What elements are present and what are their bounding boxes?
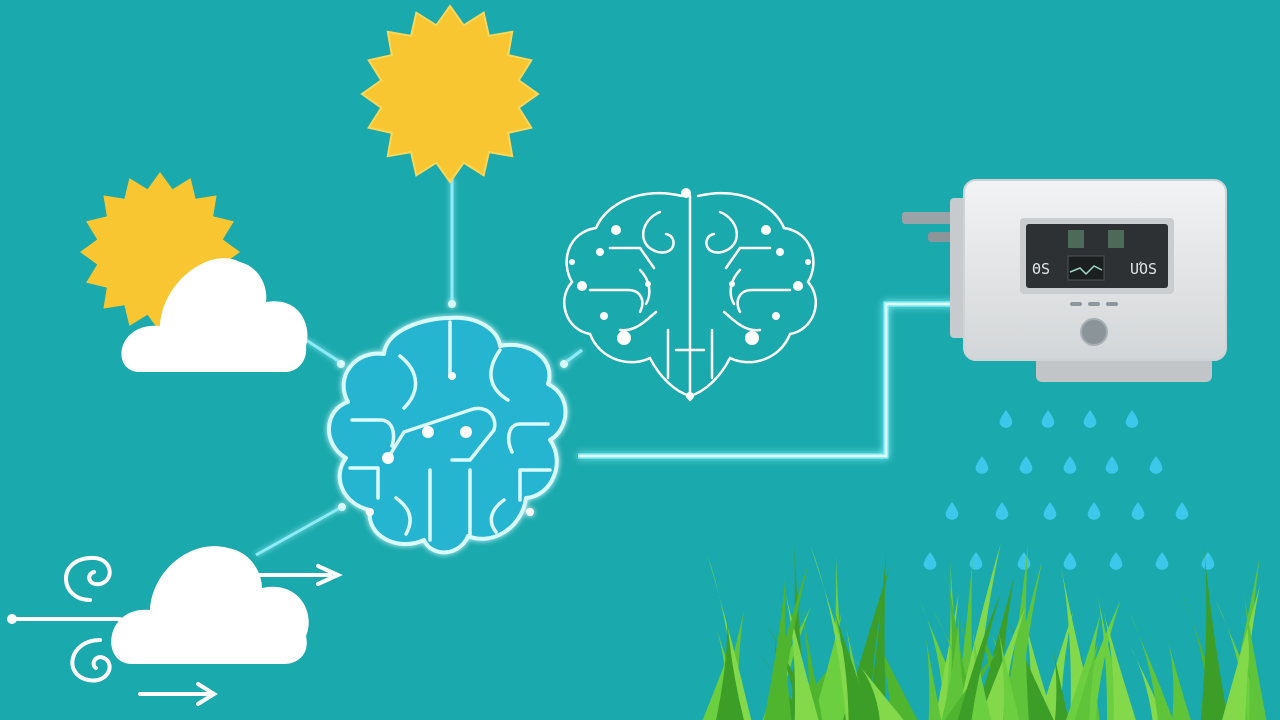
water-drop-icon — [1131, 502, 1145, 520]
water-drop-icon — [1105, 456, 1119, 474]
cloud-icon — [121, 258, 308, 372]
water-drop-icon — [1063, 456, 1077, 474]
grass-blade — [827, 589, 872, 720]
grass-blade — [799, 596, 823, 720]
water-drop-icon — [1019, 456, 1033, 474]
grass-blade — [1002, 607, 1054, 720]
water-drop-icon — [1087, 502, 1101, 520]
connector-neural — [565, 348, 583, 364]
controller-device-icon: ΘS UΌS — [902, 179, 1227, 382]
water-drop-icon — [975, 456, 989, 474]
grass-blade — [1094, 583, 1125, 720]
grass-blade — [782, 581, 819, 720]
water-drop-icon — [945, 502, 959, 520]
water-drop-icon — [1043, 502, 1057, 520]
grass-blade — [957, 593, 1001, 720]
water-drop-icon — [995, 502, 1009, 520]
water-drops — [923, 410, 1215, 570]
wind-icon — [7, 555, 343, 706]
grass-blade — [979, 606, 1026, 720]
grass-blade — [941, 614, 969, 720]
grass-blade — [707, 554, 752, 720]
grass-blade — [764, 573, 792, 720]
grass-blade — [1003, 541, 1029, 720]
grass-blade — [971, 629, 992, 720]
grass-blade — [934, 593, 959, 720]
water-drop-icon — [1125, 410, 1139, 428]
water-drop-icon — [1201, 552, 1215, 570]
device-knob — [1080, 318, 1108, 346]
grass-blade — [1242, 586, 1267, 720]
grass-blade — [1222, 585, 1260, 720]
water-drop-icon — [1017, 552, 1031, 570]
grass-blade — [924, 633, 942, 720]
cloud-icon — [111, 546, 309, 664]
neural-brain-icon — [562, 188, 818, 402]
grass-blade — [1200, 546, 1228, 720]
grass-blade — [1128, 610, 1174, 720]
grass-blade — [867, 551, 887, 720]
grass-blade — [997, 626, 1020, 720]
connector-sun-cloud — [305, 338, 341, 364]
water-drop-icon — [1155, 552, 1169, 570]
grass-blade — [1167, 638, 1191, 720]
grass-blade — [852, 656, 904, 720]
windy-cloud-icon — [7, 546, 343, 706]
grass-blade — [1074, 641, 1099, 720]
grass-icon — [702, 541, 1267, 720]
grass-blade — [716, 615, 744, 720]
device-display-left: ΘS — [1032, 260, 1050, 278]
connector-lines — [255, 178, 583, 557]
water-drop-icon — [1041, 410, 1055, 428]
water-drop-icon — [1063, 552, 1077, 570]
water-drop-icon — [1149, 456, 1163, 474]
sun-icon — [360, 4, 540, 184]
grass-blade — [812, 612, 842, 720]
water-drop-icon — [999, 410, 1013, 428]
partly-cloudy-icon — [80, 172, 308, 372]
water-drop-icon — [1109, 552, 1123, 570]
connector-wind — [255, 506, 341, 557]
grass-blade — [956, 543, 1001, 720]
water-drop-icon — [1083, 410, 1097, 428]
grass-blade — [1053, 649, 1069, 720]
device-display-right: UΌS — [1130, 260, 1157, 278]
circuit-brain-icon — [327, 315, 568, 555]
water-drop-icon — [969, 552, 983, 570]
grass-blade — [1100, 600, 1136, 720]
water-drop-icon — [1175, 502, 1189, 520]
water-drop-icon — [923, 552, 937, 570]
